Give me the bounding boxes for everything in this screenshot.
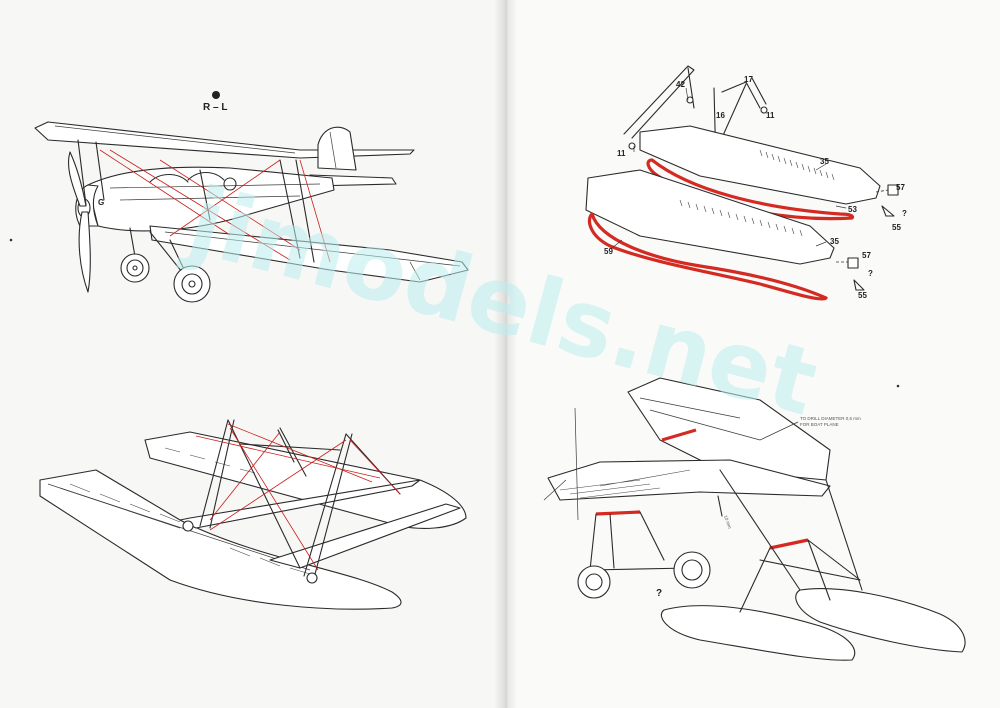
- float-assembly-drawing: [39, 419, 467, 610]
- biplane-landplane-drawing: G: [9, 91, 469, 303]
- drill-note-line2: FOR BOAT PLANE: [800, 422, 839, 427]
- part-number-35-rear: 35: [820, 157, 829, 166]
- svg-text:G: G: [98, 198, 104, 207]
- part-number-55-top: 55: [892, 223, 901, 232]
- float-parts-drawing: 42 17 16 11 11 35 53 57 55 ? 35 59 57 ? …: [585, 65, 907, 301]
- question-mark-top: ?: [902, 209, 907, 218]
- part-number-11-left: 11: [617, 149, 626, 158]
- part-number-59: 59: [604, 247, 613, 256]
- question-mark-mid: ?: [868, 269, 873, 278]
- part-number-35-front: 35: [830, 237, 839, 246]
- part-number-55-bottom: 55: [858, 291, 867, 300]
- part-number-42: 42: [676, 80, 685, 89]
- dimension-label: 10 mm: [723, 515, 732, 530]
- page-gutter: [494, 0, 518, 708]
- part-number-16: 16: [716, 111, 725, 120]
- part-number-53: 53: [848, 205, 857, 214]
- part-number-57-bottom: 57: [862, 251, 871, 260]
- part-number-57-top: 57: [896, 183, 905, 192]
- part-number-11-right: 11: [766, 111, 775, 120]
- conversion-drawing: TO DRILL DIAMETER 0,5 mm FOR BOAT PLANE …: [543, 377, 966, 661]
- drill-note-line1: TO DRILL DIAMETER 0,5 mm: [800, 416, 861, 421]
- part-number-17: 17: [744, 75, 753, 84]
- view-mark: R – L: [203, 102, 227, 113]
- question-mark-bottom: ?: [656, 588, 662, 599]
